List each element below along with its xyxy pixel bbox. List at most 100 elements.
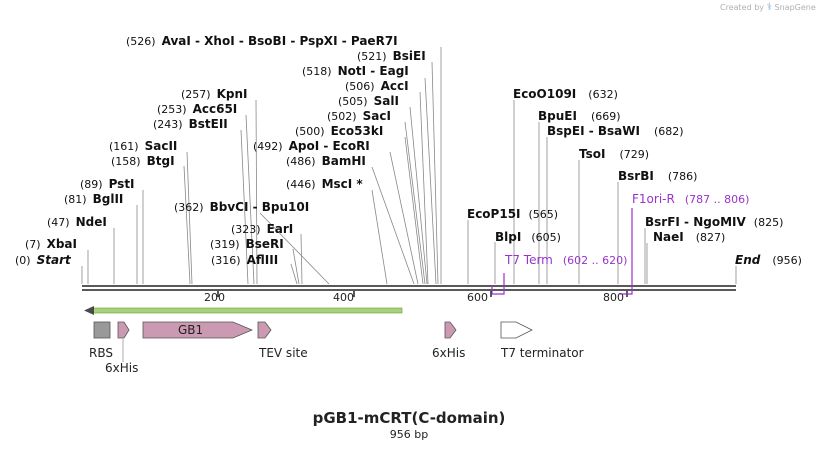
site-label-sali: (505) SalI <box>338 94 399 108</box>
site-position: (492) <box>253 140 283 153</box>
site-position: (319) <box>210 238 240 251</box>
site-position: (605) <box>531 231 561 244</box>
site-position: (243) <box>153 118 183 131</box>
primer-label: T7 Term(602 .. 620) <box>504 253 627 267</box>
site-position: (518) <box>302 65 332 78</box>
feature-6xhis-2 <box>444 321 457 339</box>
site-name: Eco53kI <box>331 124 384 138</box>
site-position: (0) <box>15 254 31 267</box>
connector-bseri <box>292 248 300 285</box>
site-position: (956) <box>772 254 802 267</box>
site-label-bpuei: BpuEI (669) <box>538 109 621 123</box>
site-label-acc65i: (253)Acc65I <box>157 102 237 116</box>
feature-label-6xhis-1: 6xHis <box>105 361 138 375</box>
site-position: (81) <box>64 193 87 206</box>
site-label-bsteii: (243)BstEII <box>153 117 228 131</box>
site-name: AflIII <box>247 253 279 267</box>
site-label-naei: NaeI(827) <box>653 230 725 244</box>
site-position: (89) <box>80 178 103 191</box>
site-label-tsoi: TsoI(729) <box>579 147 649 161</box>
site-label-ecoo109i: EcoO109I(632) <box>513 87 618 101</box>
created-by-text: Created by <box>720 3 765 12</box>
connector-bamhi <box>371 166 415 285</box>
site-name: End <box>735 253 761 267</box>
primer-arrow <box>620 208 633 295</box>
site-name: BseRI <box>246 237 284 251</box>
connector-eco53ki <box>404 136 424 285</box>
primer-f1ori-r: F1ori-R(787 .. 806) <box>620 192 749 295</box>
connector-ecori <box>389 151 419 285</box>
site-position: (316) <box>211 254 241 267</box>
connector-sali <box>409 106 428 285</box>
site-label-saci: (502) SacI <box>327 109 391 123</box>
ruler-tick-label: 400 <box>333 291 354 304</box>
site-position: (669) <box>591 110 621 123</box>
site-label-bsrbi: BsrBI(786) <box>618 169 697 183</box>
site-label-acci: (506)AccI <box>345 79 409 93</box>
feature-gb1 <box>142 321 254 339</box>
site-position: (446) <box>286 178 316 191</box>
ruler-tick-label: 600 <box>467 291 488 304</box>
site-label-eco53ki: (500)Eco53kI <box>295 124 383 138</box>
features-track <box>93 321 533 362</box>
feature-tev-site <box>257 321 272 339</box>
site-label-ecop15i: EcoP15I(565) <box>467 207 558 221</box>
site-position: (632) <box>588 88 618 101</box>
site-position: (786) <box>668 170 698 183</box>
site-label-start: (0) Start <box>15 253 72 267</box>
site-name: BpuEI <box>538 109 577 123</box>
plasmid-length: 956 bp <box>389 428 429 441</box>
site-label-bbvci: (362) BbvCI - Bpu10I <box>174 200 309 214</box>
site-position: (502) <box>327 110 357 123</box>
connector-btgi <box>183 165 191 285</box>
site-position: (7) <box>25 238 41 251</box>
site-name: BsiEI <box>393 49 426 63</box>
site-name: NdeI <box>76 215 107 229</box>
feature-rbs <box>93 321 111 339</box>
feature-t7-terminator <box>500 321 533 339</box>
site-name: BamHI <box>322 154 366 168</box>
feature-label-tev-site: TEV site <box>258 346 308 360</box>
site-connectors <box>81 47 737 285</box>
site-position: (158) <box>111 155 141 168</box>
site-position: (47) <box>47 216 70 229</box>
feature-labels: RBS 6xHis GB1 TEV site 6xHis T7 terminat… <box>89 323 584 375</box>
site-position: (505) <box>338 95 368 108</box>
site-label-ecori: (492)ApoI - EcoRI <box>253 139 370 153</box>
site-label-noti: (518)NotI - EagI <box>302 64 409 78</box>
site-name: AvaI - XhoI - BsoBI - PspXI - PaeR7I <box>162 34 398 48</box>
site-name: Start <box>37 253 72 267</box>
site-label-bsrfi: BsrFI - NgoMIV(825) <box>645 215 783 229</box>
site-name: BlpI <box>495 230 521 244</box>
site-label-bglii: (81)BglII <box>64 192 123 206</box>
site-label-afliii: (316) AflIII <box>211 253 278 267</box>
site-name: BspEI - BsaWI <box>547 124 640 138</box>
site-name: SalI <box>374 94 399 108</box>
primer-arrowhead <box>84 306 94 315</box>
site-label-msci: (446)MscI * <box>286 177 363 191</box>
ruler-tick-label: 800 <box>603 291 624 304</box>
site-label-kpni: (257)KpnI <box>181 87 248 101</box>
site-position: (565) <box>529 208 559 221</box>
site-label-avai: (526)AvaI - XhoI - BsoBI - PspXI - PaeR7… <box>126 34 398 48</box>
plasmid-name: pGB1-mCRT(C-domain) <box>312 409 506 427</box>
feature-label-rbs: RBS <box>89 346 113 360</box>
feature-label-t7-terminator: T7 terminator <box>500 346 584 360</box>
connector-acci <box>419 91 429 285</box>
site-position: (682) <box>654 125 684 138</box>
connector-acc65i <box>245 114 255 285</box>
site-name: SacI <box>363 109 391 123</box>
site-name: BbvCI - Bpu10I <box>210 200 310 214</box>
primer-name: F1ori-R <box>632 192 675 206</box>
site-position: (362) <box>174 201 204 214</box>
restriction-site-labels: (0)Start (7)XbaI (47)NdeI (81)BglII (89)… <box>15 34 802 267</box>
site-label-bseri: (319) BseRI <box>210 237 284 251</box>
site-position: (825) <box>754 216 784 229</box>
connector-sacii <box>186 151 193 285</box>
connector-bsteii <box>240 129 249 285</box>
connector-eari <box>300 233 303 285</box>
connector-bsiei <box>431 61 439 285</box>
site-label-bsiei: (521)BsiEI <box>357 49 426 63</box>
feature-label-gb1: GB1 <box>178 323 203 337</box>
